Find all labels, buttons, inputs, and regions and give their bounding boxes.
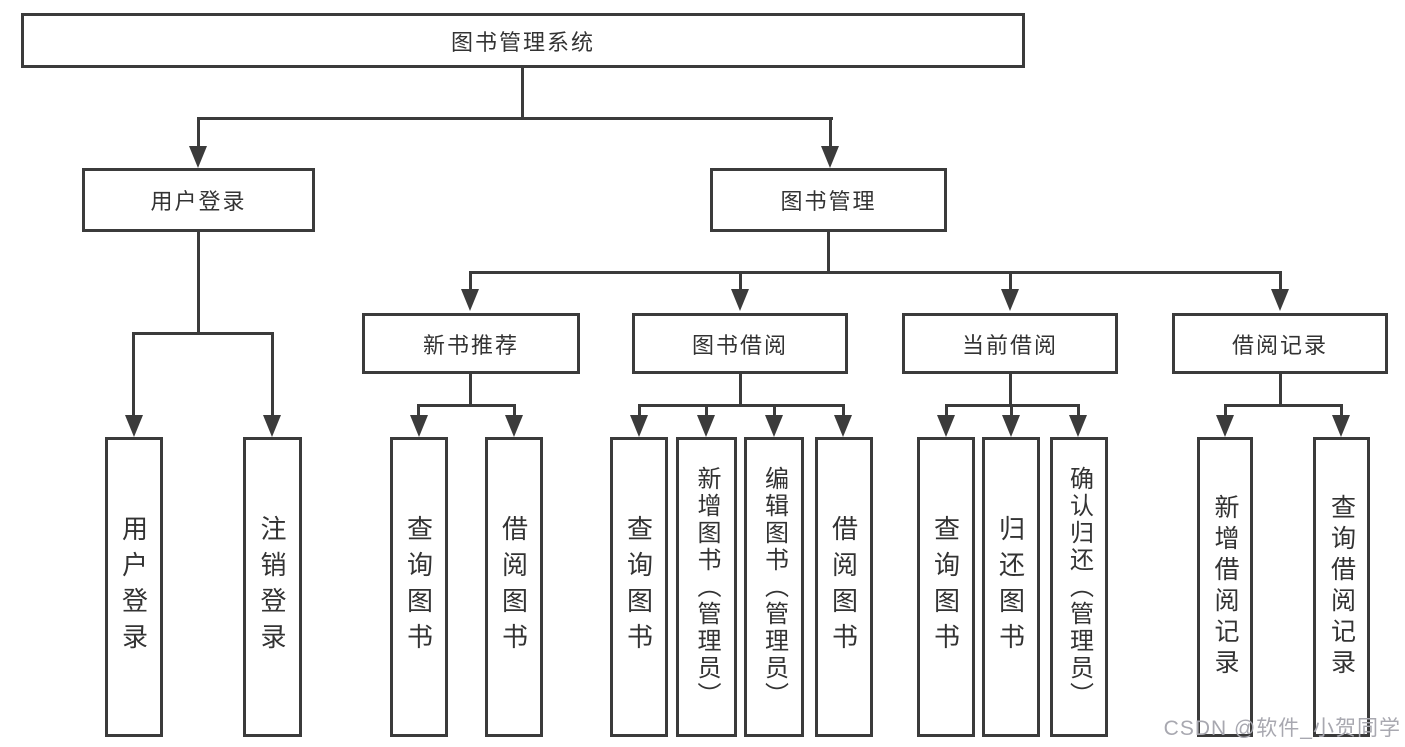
leaf-user-login: 用户登录 — [105, 437, 163, 737]
connector-line — [132, 332, 274, 335]
leaf-borrow-books-recommend: 借阅图书 — [485, 437, 543, 737]
leaf-label: 新增图书（管理员） — [693, 465, 720, 709]
leaf-label: 查询图书 — [403, 515, 434, 659]
leaf-label: 查询图书 — [623, 515, 654, 659]
connector-line — [829, 117, 832, 149]
connector-line — [1010, 404, 1013, 416]
connector-line — [1279, 271, 1282, 293]
arrowhead-down-icon — [697, 415, 715, 437]
connector-line — [1009, 271, 1012, 293]
connector-line — [521, 66, 524, 119]
connector-line — [739, 271, 742, 293]
node-label: 图书管理系统 — [450, 29, 595, 55]
arrowhead-down-icon — [731, 289, 749, 311]
leaf-query-books-recommend: 查询图书 — [390, 437, 448, 737]
leaf-query-borrow-record: 查询借阅记录 — [1313, 437, 1370, 737]
leaf-borrow-books: 借阅图书 — [815, 437, 873, 737]
arrowhead-down-icon — [410, 415, 428, 437]
connector-line — [1224, 404, 1342, 407]
connector-line — [1077, 404, 1080, 416]
arrowhead-down-icon — [937, 415, 955, 437]
leaf-return-books: 归还图书 — [982, 437, 1040, 737]
arrowhead-down-icon — [505, 415, 523, 437]
connector-line — [1279, 372, 1282, 407]
leaf-query-books-borrow: 查询图书 — [610, 437, 668, 737]
node-new-book-recommend: 新书推荐 — [362, 313, 580, 374]
node-label: 图书管理 — [780, 189, 877, 214]
connector-line — [773, 404, 776, 416]
leaf-label: 编辑图书（管理员） — [760, 465, 788, 709]
arrowhead-down-icon — [1069, 415, 1087, 437]
leaf-label: 用户登录 — [118, 515, 149, 659]
node-label: 借阅记录 — [1231, 332, 1328, 358]
arrowhead-down-icon — [1002, 415, 1020, 437]
connector-line — [132, 332, 135, 415]
arrowhead-down-icon — [1001, 289, 1019, 311]
leaf-label: 借阅图书 — [828, 515, 859, 659]
connector-line — [705, 404, 708, 416]
connector-line — [827, 230, 830, 274]
connector-line — [197, 117, 833, 120]
node-book-management: 图书管理 — [710, 168, 947, 232]
node-user-login: 用户登录 — [82, 168, 315, 232]
connector-line — [842, 404, 845, 416]
connector-line — [1224, 404, 1227, 416]
leaf-add-borrow-record: 新增借阅记录 — [1197, 437, 1253, 737]
connector-line — [417, 404, 420, 416]
arrowhead-down-icon — [1332, 415, 1350, 437]
arrowhead-down-icon — [821, 146, 839, 168]
leaf-edit-books-admin: 编辑图书（管理员） — [744, 437, 804, 737]
arrowhead-down-icon — [630, 415, 648, 437]
arrowhead-down-icon — [125, 415, 143, 437]
arrowhead-down-icon — [1271, 289, 1289, 311]
leaf-label: 注销登录 — [257, 515, 287, 659]
connector-line — [1009, 372, 1012, 407]
arrowhead-down-icon — [834, 415, 852, 437]
leaf-confirm-return-admin: 确认归还（管理员） — [1050, 437, 1108, 737]
connector-line — [638, 404, 845, 407]
node-borrow-records: 借阅记录 — [1172, 313, 1388, 374]
leaf-label: 归还图书 — [995, 515, 1026, 659]
node-label: 当前借阅 — [961, 332, 1058, 358]
node-label: 新书推荐 — [422, 332, 519, 358]
arrowhead-down-icon — [263, 415, 281, 437]
connector-line — [1340, 404, 1343, 416]
connector-line — [945, 404, 948, 416]
connector-line — [638, 404, 641, 416]
connector-line — [739, 372, 742, 407]
leaf-label: 借阅图书 — [498, 515, 529, 659]
node-label: 用户登录 — [150, 189, 247, 214]
connector-line — [417, 404, 516, 407]
connector-line — [469, 372, 472, 407]
leaf-add-books-admin: 新增图书（管理员） — [676, 437, 737, 737]
node-book-borrow: 图书借阅 — [632, 313, 848, 374]
csdn-watermark: CSDN @软件_小贺同学 — [1163, 717, 1401, 740]
connector-line — [513, 404, 516, 416]
connector-line — [469, 271, 472, 293]
leaf-query-books-current: 查询图书 — [917, 437, 975, 737]
arrowhead-down-icon — [1216, 415, 1234, 437]
leaf-label: 查询图书 — [930, 515, 961, 659]
node-root-system: 图书管理系统 — [21, 13, 1025, 68]
connector-line — [469, 271, 1282, 274]
arrowhead-down-icon — [189, 146, 207, 168]
connector-line — [197, 230, 200, 335]
leaf-label: 新增借阅记录 — [1211, 494, 1239, 680]
leaf-label: 查询借阅记录 — [1327, 494, 1356, 680]
arrowhead-down-icon — [765, 415, 783, 437]
connector-line — [271, 332, 274, 415]
node-label: 图书借阅 — [691, 332, 788, 358]
node-current-borrow: 当前借阅 — [902, 313, 1118, 374]
arrowhead-down-icon — [461, 289, 479, 311]
leaf-label: 确认归还（管理员） — [1065, 465, 1093, 709]
leaf-logout: 注销登录 — [243, 437, 302, 737]
connector-line — [197, 117, 200, 149]
